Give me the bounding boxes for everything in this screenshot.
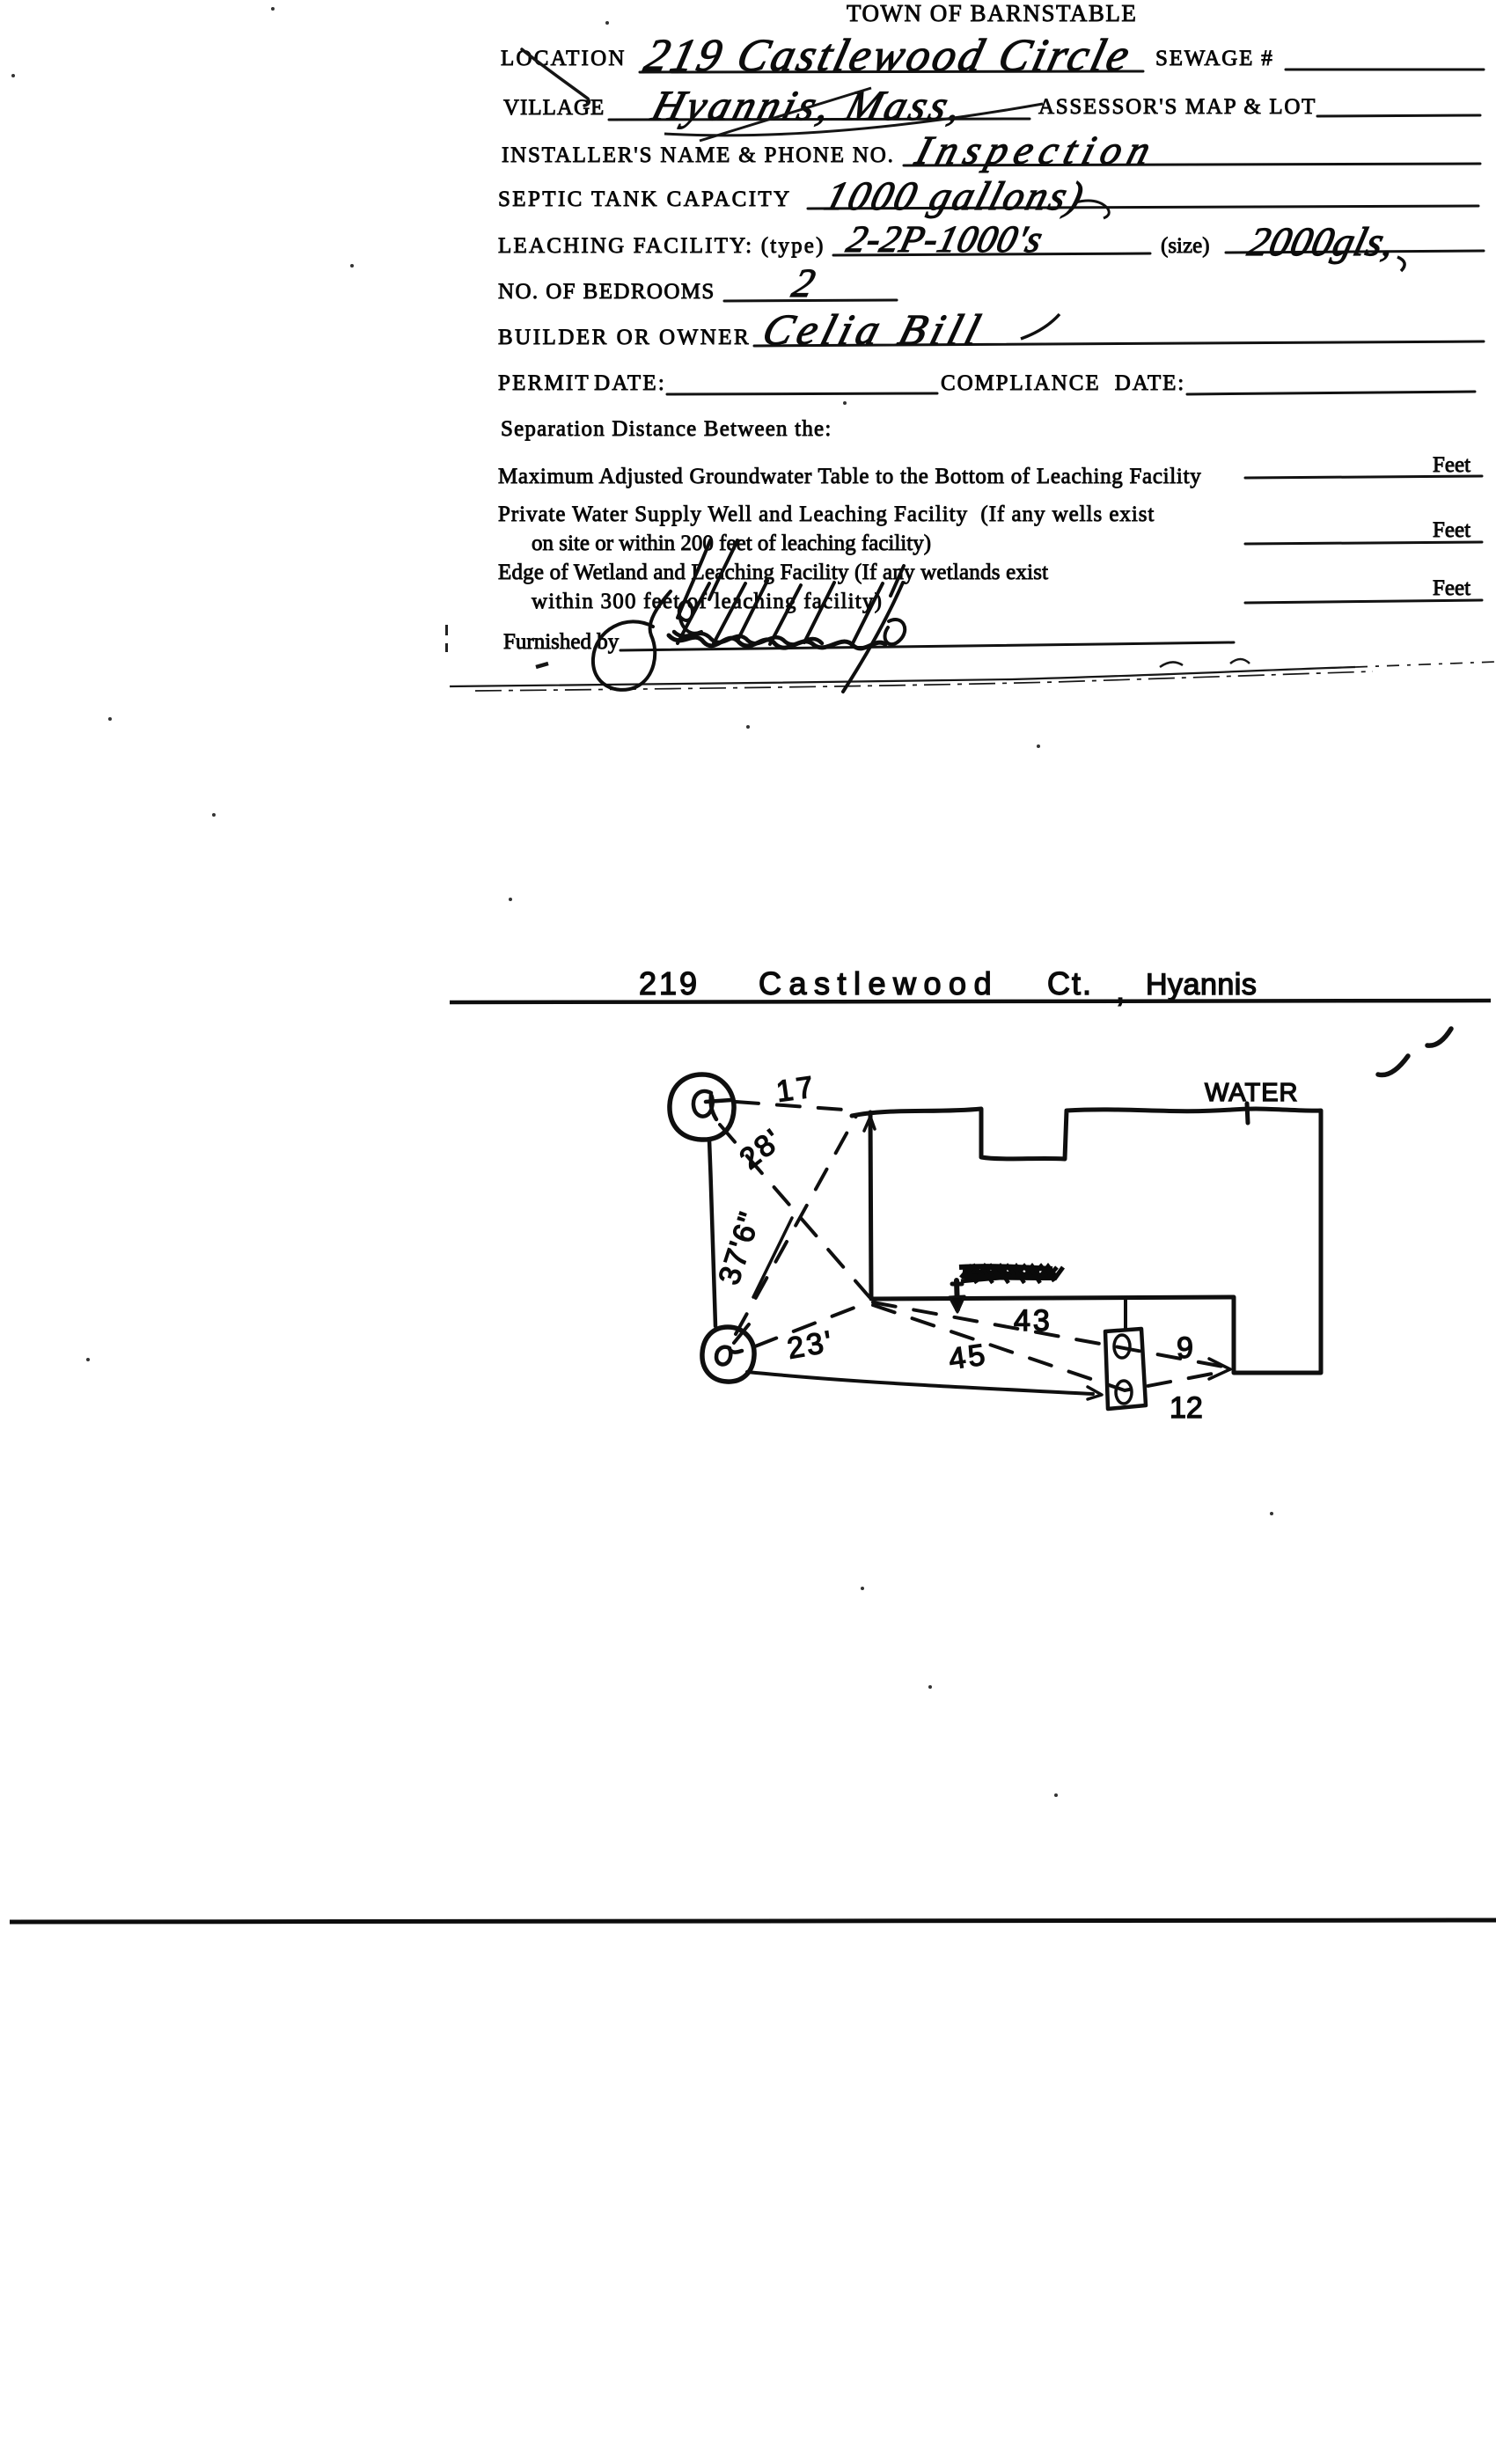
- svg-text:TOWN OF BARNSTABLE: TOWN OF BARNSTABLE: [847, 0, 1137, 26]
- svg-text:,: ,: [1116, 972, 1125, 1008]
- svg-text:Celia Bill: Celia Bill: [758, 305, 991, 354]
- svg-text:Feet: Feet: [1433, 518, 1470, 542]
- svg-text:37'6": 37'6": [712, 1207, 766, 1289]
- svg-text:WATER: WATER: [1205, 1079, 1299, 1107]
- svg-text:PERMIT DATE:: PERMIT DATE:: [498, 371, 666, 395]
- svg-text:Separation Distance Between th: Separation Distance Between the:: [501, 417, 832, 441]
- svg-text:23': 23': [785, 1324, 837, 1366]
- svg-text:COMPLIANCE DATE:: COMPLIANCE DATE:: [941, 371, 1185, 395]
- svg-text:BUILDER OR OWNER: BUILDER OR OWNER: [498, 326, 751, 349]
- svg-text:9: 9: [1177, 1331, 1193, 1365]
- svg-text:2-2P-1000's: 2-2P-1000's: [843, 219, 1048, 260]
- svg-text:Private Water Supply Well and: Private Water Supply Well and Leaching F…: [498, 502, 1155, 526]
- svg-text:45: 45: [947, 1338, 990, 1376]
- svg-text:Hyannis: Hyannis: [1146, 968, 1257, 1001]
- svg-text:17: 17: [774, 1070, 819, 1109]
- svg-text:ASSESSOR'S MAP & LOT: ASSESSOR'S MAP & LOT: [1038, 95, 1316, 119]
- svg-text:INSTALLER'S NAME & PHONE NO.: INSTALLER'S NAME & PHONE NO.: [502, 143, 895, 167]
- svg-text:219: 219: [639, 965, 700, 1001]
- svg-text:Ct.: Ct.: [1047, 965, 1093, 1001]
- svg-text:NO. OF BEDROOMS: NO. OF BEDROOMS: [498, 280, 715, 304]
- svg-text:Feet: Feet: [1433, 576, 1470, 600]
- svg-text:on site or within 200 feet of: on site or within 200 feet of leaching f…: [532, 532, 931, 555]
- svg-text:28': 28': [734, 1122, 789, 1176]
- svg-text:Edge of Wetland and Leaching F: Edge of Wetland and Leaching Facility (I…: [498, 561, 1048, 584]
- svg-text:LEACHING FACILITY: (type): LEACHING FACILITY: (type): [498, 234, 825, 258]
- svg-text:Maximum Adjusted Groundwater T: Maximum Adjusted Groundwater Table to th…: [498, 465, 1201, 488]
- svg-text:SEPTIC TANK CAPACITY: SEPTIC TANK CAPACITY: [498, 187, 792, 211]
- svg-text:Feet: Feet: [1433, 453, 1470, 477]
- svg-text:LOCATION: LOCATION: [501, 47, 627, 70]
- svg-text:(size): (size): [1161, 234, 1210, 258]
- svg-text:Furnished by: Furnished by: [503, 630, 620, 654]
- svg-text:SEWAGE #: SEWAGE #: [1155, 47, 1274, 70]
- svg-text:43: 43: [1014, 1304, 1052, 1338]
- svg-text:1000 gallons): 1000 gallons): [820, 174, 1091, 219]
- svg-text:12: 12: [1170, 1391, 1203, 1425]
- svg-text:219 Castlewood Circle: 219 Castlewood Circle: [640, 31, 1137, 81]
- svg-text:2000gls,: 2000gls,: [1243, 220, 1400, 265]
- svg-text:Castlewood: Castlewood: [759, 965, 999, 1001]
- svg-text:Inspection: Inspection: [910, 128, 1162, 173]
